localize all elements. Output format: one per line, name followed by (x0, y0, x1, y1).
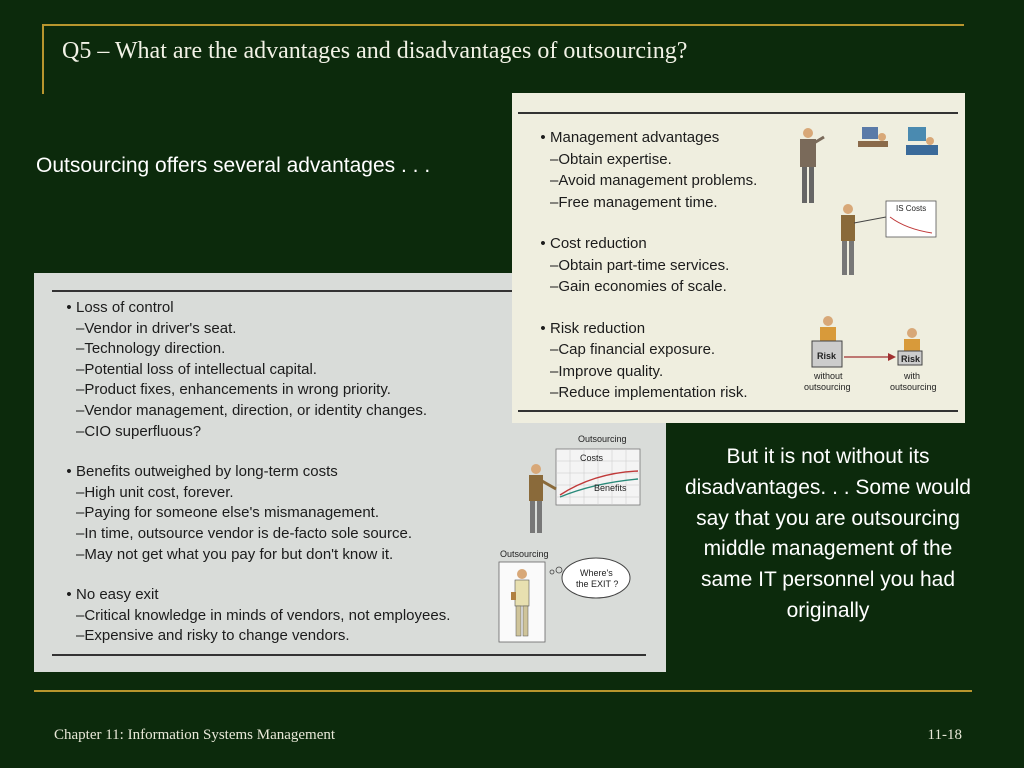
list-item: Vendor management, direction, or identit… (62, 401, 502, 422)
outsourcing-chart-title: Outsourcing (578, 434, 627, 444)
exit-bubble-line: the EXIT ? (576, 579, 618, 589)
disadvantages-list: Loss of control Vendor in driver's seat.… (62, 298, 502, 647)
with-outsourcing-line: with (903, 371, 920, 381)
footer-rule (34, 690, 972, 692)
panel-top-rule (518, 112, 958, 114)
closing-text: But it is not without its disadvantages.… (684, 445, 971, 622)
list-item: Technology direction. (62, 339, 502, 360)
risk-label-without: Risk (817, 351, 837, 361)
exit-bubble-line: Where's (580, 568, 613, 578)
footer-chapter: Chapter 11: Information Systems Manageme… (54, 727, 336, 743)
is-costs-illustration: IS Costs (841, 200, 937, 275)
computer-user-icon (906, 127, 938, 155)
without-outsourcing-line: outsourcing (804, 382, 851, 392)
list-item: Improve quality. (536, 361, 816, 383)
manager-figure (800, 128, 825, 203)
slide-title: Q5 – What are the advantages and disadva… (62, 38, 688, 64)
list-item: Critical knowledge in minds of vendors, … (62, 606, 502, 627)
panel-bottom-rule (52, 654, 646, 656)
disadvantage-section: No easy exit Critical knowledge in minds… (62, 585, 502, 647)
advantages-panel: Management advantages Obtain expertise. … (512, 93, 965, 423)
person-on-risk-box (820, 316, 836, 341)
costs-label: Costs (580, 453, 604, 463)
list-item: Potential loss of intellectual capital. (62, 360, 502, 381)
thought-bubble (561, 557, 631, 599)
risk-illustration: Risk Risk without outsourcing with outso… (804, 316, 937, 392)
worried-figure (511, 569, 530, 637)
list-item: Free management time. (536, 192, 816, 214)
disadvantage-section: Benefits outweighed by long-term costs H… (62, 462, 502, 565)
risk-box-without (811, 340, 843, 368)
list-item: Paying for someone else's mismanagement. (62, 503, 502, 524)
costs-curve (559, 470, 639, 496)
is-costs-label: IS Costs (896, 204, 926, 213)
disadvantage-section: Loss of control Vendor in driver's seat.… (62, 298, 502, 442)
person-on-risk-box (904, 328, 920, 351)
section-heading: Benefits outweighed by long-term costs (62, 462, 502, 483)
list-item: Gain economies of scale. (536, 276, 816, 298)
title-rule-top (42, 24, 964, 26)
panel-top-rule (52, 290, 646, 292)
thought-dot (549, 569, 555, 575)
list-item: Vendor in driver's seat. (62, 319, 502, 340)
advantage-section: Management advantages Obtain expertise. … (536, 127, 816, 213)
exit-title: Outsourcing (500, 549, 549, 559)
is-costs-chart-frame (885, 200, 937, 238)
without-outsourcing-line: without (813, 371, 843, 381)
section-heading: Risk reduction (536, 318, 816, 340)
with-outsourcing-line: outsourcing (890, 382, 937, 392)
advantages-list: Management advantages Obtain expertise. … (536, 127, 816, 404)
list-item: CIO superfluous? (62, 422, 502, 443)
risk-label-with: Risk (901, 354, 921, 364)
list-item: Obtain expertise. (536, 149, 816, 171)
benefits-label: Benefits (594, 483, 627, 493)
risk-arrow-head (888, 353, 896, 361)
costs-benefits-illustration: Outsourcing Costs Benefits (529, 434, 641, 533)
thought-dot (555, 566, 563, 574)
panel-bottom-rule (518, 410, 958, 412)
risk-box-with (897, 350, 923, 366)
title-rule-left (42, 24, 44, 94)
benefits-curve (559, 478, 639, 498)
advantage-section: Risk reduction Cap financial exposure. I… (536, 318, 816, 404)
presenter-figure (529, 464, 557, 533)
section-heading: Loss of control (62, 298, 502, 319)
list-item: Reduce implementation risk. (536, 382, 816, 404)
list-item: In time, outsource vendor is de-facto so… (62, 524, 502, 545)
section-heading: No easy exit (62, 585, 502, 606)
advantage-section: Cost reduction Obtain part-time services… (536, 233, 816, 298)
presenter-figure (841, 204, 887, 275)
exit-illustration: Outsourcing Where's the EXIT ? (498, 549, 631, 643)
computer-user-icon (858, 127, 888, 147)
chart-grid (556, 449, 640, 505)
list-item: Product fixes, enhancements in wrong pri… (62, 380, 502, 401)
is-costs-curve (889, 216, 933, 234)
list-item: Cap financial exposure. (536, 339, 816, 361)
footer-page-number: 11-18 (927, 727, 962, 743)
list-item: Obtain part-time services. (536, 255, 816, 277)
list-item: Avoid management problems. (536, 170, 816, 192)
section-heading: Cost reduction (536, 233, 816, 255)
list-item: Expensive and risky to change vendors. (62, 626, 502, 647)
list-item: High unit cost, forever. (62, 483, 502, 504)
section-heading: Management advantages (536, 127, 816, 149)
list-item: May not get what you pay for but don't k… (62, 545, 502, 566)
intro-text: Outsourcing offers several advantages . … (36, 154, 431, 177)
manager-illustration (800, 127, 938, 203)
